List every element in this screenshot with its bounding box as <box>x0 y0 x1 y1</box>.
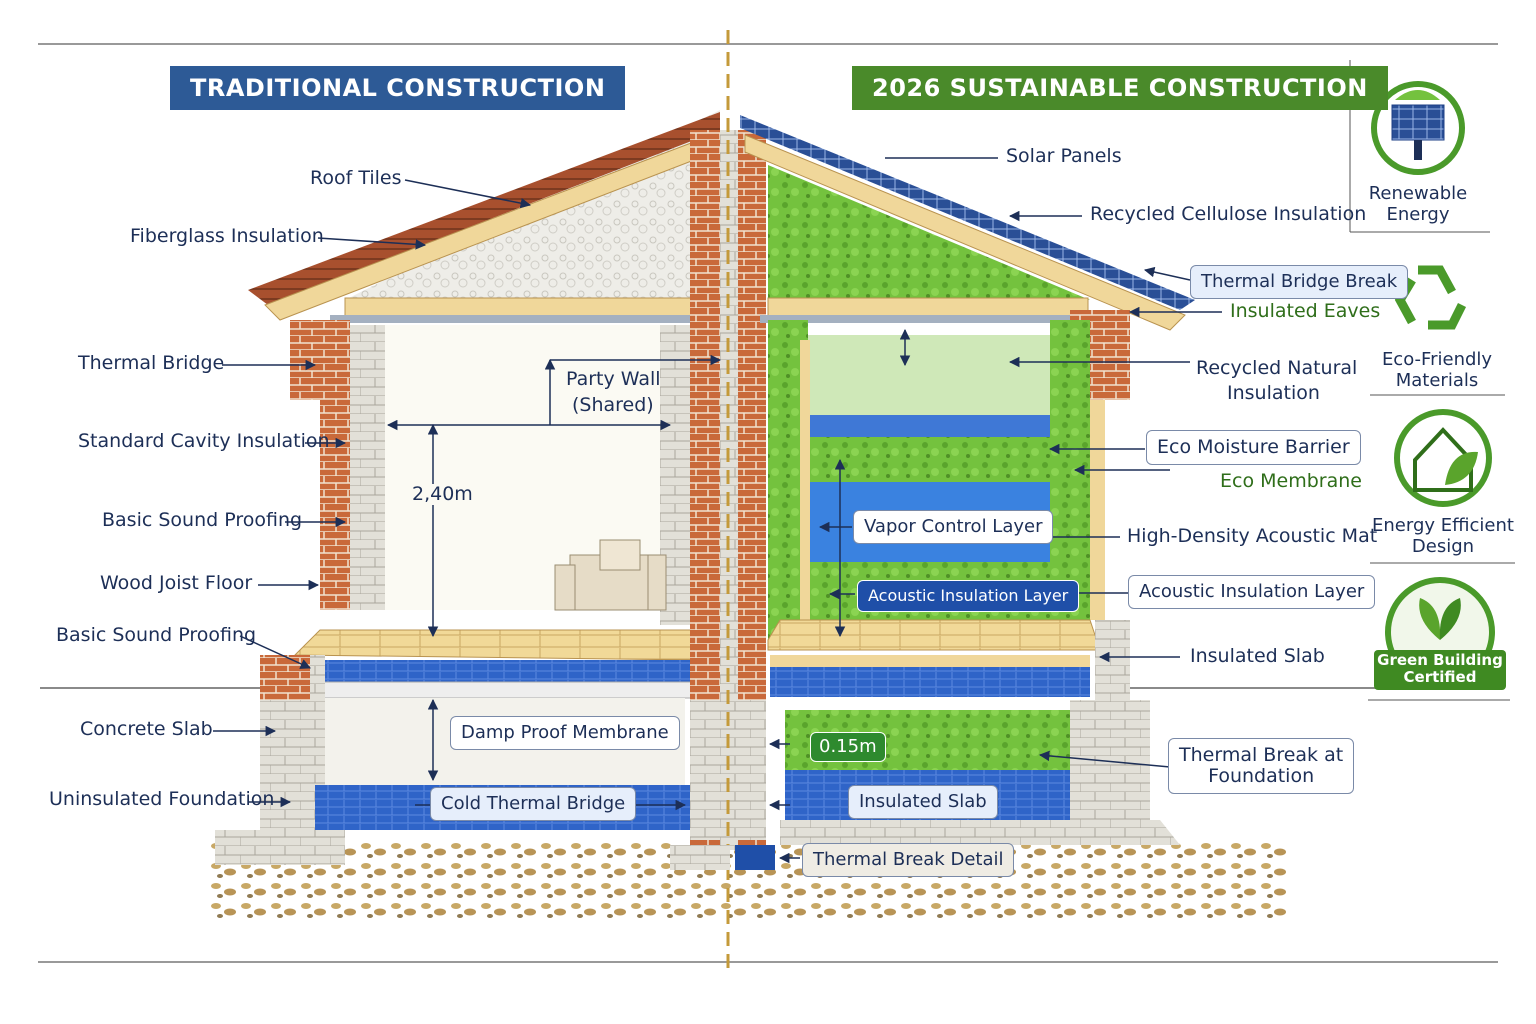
label-party-wall-shared: (Shared) <box>572 394 654 416</box>
blue-acoustic-right <box>770 667 1090 697</box>
blue-sound-layer-left <box>315 660 695 682</box>
badge-renewable-line2: Energy <box>1386 203 1450 225</box>
eco-house-icon <box>1394 409 1492 507</box>
label-thermal-bridge: Thermal Bridge <box>78 352 225 374</box>
label-cold-thermal-bridge: Cold Thermal Bridge <box>430 787 637 821</box>
label-insulated-slab: Insulated Slab <box>1190 645 1325 667</box>
badge-eco-line2: Materials <box>1395 369 1479 391</box>
label-concrete-slab: Concrete Slab <box>80 718 213 740</box>
label-solar-panels: Solar Panels <box>1006 145 1122 167</box>
badge-energy-efficient: Energy Efficient Design <box>1370 515 1516 557</box>
frame-lines <box>38 43 1498 963</box>
wood-floor-left <box>293 629 701 661</box>
label-eco-membrane: Eco Membrane <box>1220 470 1362 492</box>
label-insulated-slab-inner: Insulated Slab <box>848 785 998 819</box>
badge-eco-line1: Eco-Friendly <box>1381 349 1493 370</box>
solar-panel-icon <box>1371 81 1465 175</box>
label-party-wall: Party Wall <box>566 368 661 390</box>
badge-renewable-line1: Renewable <box>1368 183 1468 204</box>
roof-tiles-left <box>248 112 720 305</box>
solar-roof <box>740 115 1195 310</box>
party-wall <box>670 30 775 970</box>
label-damp-proof: Damp Proof Membrane <box>450 716 680 750</box>
label-foundation: Uninsulated Foundation <box>49 788 275 810</box>
label-sound-proofing-2: Basic Sound Proofing <box>56 624 257 646</box>
badge-energy-line1: Energy Efficient <box>1372 515 1514 536</box>
label-joist: Wood Joist Floor <box>100 572 253 594</box>
label-fiberglass: Fiberglass Insulation <box>130 225 324 247</box>
label-eco-moisture: Eco Moisture Barrier <box>1146 430 1361 465</box>
label-insulated-eaves: Insulated Eaves <box>1230 300 1381 322</box>
label-sound-proofing-1: Basic Sound Proofing <box>102 509 303 531</box>
recycle-icon <box>1394 265 1467 330</box>
label-thermal-bridge-break: Thermal Bridge Break <box>1190 265 1409 299</box>
leaf-seal-icon <box>1374 577 1506 690</box>
badge-green-building: Green Building Certified <box>1374 651 1506 687</box>
label-cavity: Standard Cavity Insulation <box>78 430 330 452</box>
label-acoustic-layer: Acoustic Insulation Layer <box>1128 575 1376 609</box>
label-vapor-control: Vapor Control Layer <box>853 510 1054 544</box>
badge-energy-line2: Design <box>1411 535 1475 557</box>
label-acoustic-inner: Acoustic Insulation Layer <box>857 580 1080 612</box>
leader-lines <box>213 157 1222 864</box>
label-height-dimension: 2,40m <box>412 483 473 505</box>
traditional-header: TRADITIONAL CONSTRUCTION <box>170 66 626 110</box>
badge-renewable-energy: Renewable Energy <box>1356 183 1480 225</box>
label-recycled-natural: Recycled Natural <box>1196 357 1358 379</box>
label-cellulose: Recycled Cellulose Insulation <box>1090 203 1367 225</box>
sustainable-header: 2026 SUSTAINABLE CONSTRUCTION <box>852 66 1388 110</box>
wood-floor-right <box>767 619 1101 651</box>
armchair <box>554 539 667 611</box>
label-thermal-break-foundation-line1: Thermal Break at <box>1179 744 1344 766</box>
label-thermal-break-foundation: Thermal Break at Foundation <box>1168 738 1355 794</box>
label-acoustic-mat: High-Density Acoustic Mat <box>1127 525 1378 547</box>
badge-green-line1: Green Building <box>1377 651 1503 669</box>
label-thermal-break-foundation-line2: Foundation <box>1208 764 1315 787</box>
badge-green-line2: Certified <box>1403 668 1477 687</box>
badge-eco-friendly: Eco-Friendly Materials <box>1370 349 1504 391</box>
label-thermal-break-detail: Thermal Break Detail <box>802 843 1015 877</box>
label-depth-dimension: 0.15m <box>810 732 886 762</box>
label-roof-tiles: Roof Tiles <box>310 167 402 189</box>
sustainable-house <box>740 115 1195 845</box>
label-recycled-natural-insulation: Insulation <box>1227 382 1320 404</box>
